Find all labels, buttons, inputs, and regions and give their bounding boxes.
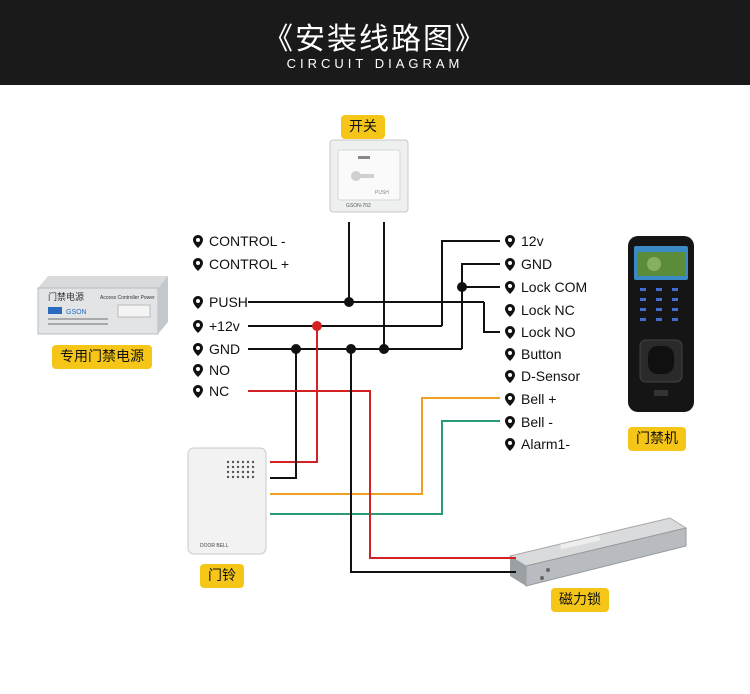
power-supply-device: 门禁电源 GSON Access Controller Power xyxy=(37,276,168,335)
wire-controller-12v xyxy=(441,240,500,326)
page-subtitle: CIRCUIT DIAGRAM xyxy=(286,56,464,71)
power-terminal-label: +12v xyxy=(209,318,240,334)
controller-terminal-label: Lock COM xyxy=(521,279,588,295)
page-title: 《安装线路图》 xyxy=(263,22,487,57)
wire-lock-red xyxy=(248,390,516,559)
power-supply-title: Access Controller Power xyxy=(100,295,155,301)
mag-lock-device xyxy=(508,517,688,587)
controller-terminal: Button xyxy=(505,345,561,363)
controller-terminal: 12v xyxy=(505,232,544,250)
controller-terminal-label: Lock NO xyxy=(521,324,576,340)
pin-icon xyxy=(193,364,203,377)
junction-gnd-lock xyxy=(346,344,356,354)
power-terminal-label: CONTROL + xyxy=(209,256,289,272)
wire-lock-black xyxy=(350,349,516,573)
controller-terminal-label: Alarm1- xyxy=(521,436,571,452)
pin-icon xyxy=(505,281,515,294)
power-terminal-label: NC xyxy=(209,383,230,399)
pin-icon xyxy=(505,416,515,429)
controller-terminal: Bell + xyxy=(505,390,556,408)
door-bell-text: DOOR BELL xyxy=(200,543,229,549)
power-terminal: GND xyxy=(193,340,240,358)
wire-bell-black xyxy=(270,349,297,479)
junction-gnd-switch xyxy=(379,344,389,354)
power-supply-chinese-mark: 门禁电源 xyxy=(48,291,84,303)
power-terminal: NC xyxy=(193,382,229,400)
pin-icon xyxy=(193,258,203,271)
switch-push-text: PUSH xyxy=(375,190,389,196)
pin-icon xyxy=(505,438,515,451)
switch-device: PUSH GSON-702 xyxy=(329,139,409,213)
pin-icon xyxy=(193,385,203,398)
power-terminal-label: PUSH xyxy=(209,294,248,310)
wire-controller-gnd xyxy=(461,263,500,349)
wire-controller-lock-no xyxy=(483,302,500,333)
power-terminal: +12v xyxy=(193,317,240,335)
power-terminal-label: NO xyxy=(209,362,230,378)
pin-icon xyxy=(505,258,515,271)
power-terminal: CONTROL + xyxy=(193,255,289,273)
switch-label: 开关 xyxy=(341,115,385,139)
pin-icon xyxy=(505,235,515,248)
pin-icon xyxy=(505,370,515,383)
controller-terminal-label: Bell + xyxy=(521,391,557,407)
header-bar: 《安装线路图》 CIRCUIT DIAGRAM xyxy=(0,0,750,85)
pin-icon xyxy=(505,348,515,361)
power-terminal: CONTROL - xyxy=(193,232,285,250)
wire-bell-orange xyxy=(270,397,500,495)
controller-terminal: D-Sensor xyxy=(505,367,580,385)
power-supply-brand: GSON xyxy=(66,309,87,316)
controller-terminal-label: D-Sensor xyxy=(521,368,581,384)
pin-icon xyxy=(505,393,515,406)
power-terminal: NO xyxy=(193,361,230,379)
mag-lock-label: 磁力锁 xyxy=(551,588,609,612)
controller-terminal: Bell - xyxy=(505,413,553,431)
pin-icon xyxy=(193,235,203,248)
junction-12v xyxy=(312,321,322,331)
pin-icon xyxy=(193,320,203,333)
controller-terminal-label: 12v xyxy=(521,233,544,249)
controller-terminal: Lock NC xyxy=(505,301,575,319)
controller-device xyxy=(628,236,694,412)
controller-terminal-label: GND xyxy=(521,256,553,272)
switch-model-text: GSON-702 xyxy=(346,203,371,209)
controller-terminal-label: Lock NC xyxy=(521,302,575,318)
controller-terminal-label: Bell - xyxy=(521,414,553,430)
door-bell-label: 门铃 xyxy=(200,564,244,588)
controller-terminal: Lock COM xyxy=(505,278,587,296)
controller-terminal: Lock NO xyxy=(505,323,575,341)
door-bell-device: DOOR BELL xyxy=(187,447,267,555)
pin-icon xyxy=(193,343,203,356)
pin-icon xyxy=(193,296,203,309)
power-terminal: PUSH xyxy=(193,293,248,311)
power-terminal-label: CONTROL - xyxy=(209,233,286,249)
power-terminal-label: GND xyxy=(209,341,241,357)
controller-label: 门禁机 xyxy=(628,427,686,451)
junction-gnd-bell xyxy=(291,344,301,354)
power-supply-label: 专用门禁电源 xyxy=(52,345,152,369)
pin-icon xyxy=(505,304,515,317)
controller-terminal-label: Button xyxy=(521,346,562,362)
junction-lock-com xyxy=(457,282,467,292)
junction-push xyxy=(344,297,354,307)
wire-bell-green xyxy=(270,420,500,515)
wire-bell-red xyxy=(270,326,318,463)
pin-icon xyxy=(505,326,515,339)
controller-terminal: GND xyxy=(505,255,552,273)
controller-terminal: Alarm1- xyxy=(505,435,570,453)
